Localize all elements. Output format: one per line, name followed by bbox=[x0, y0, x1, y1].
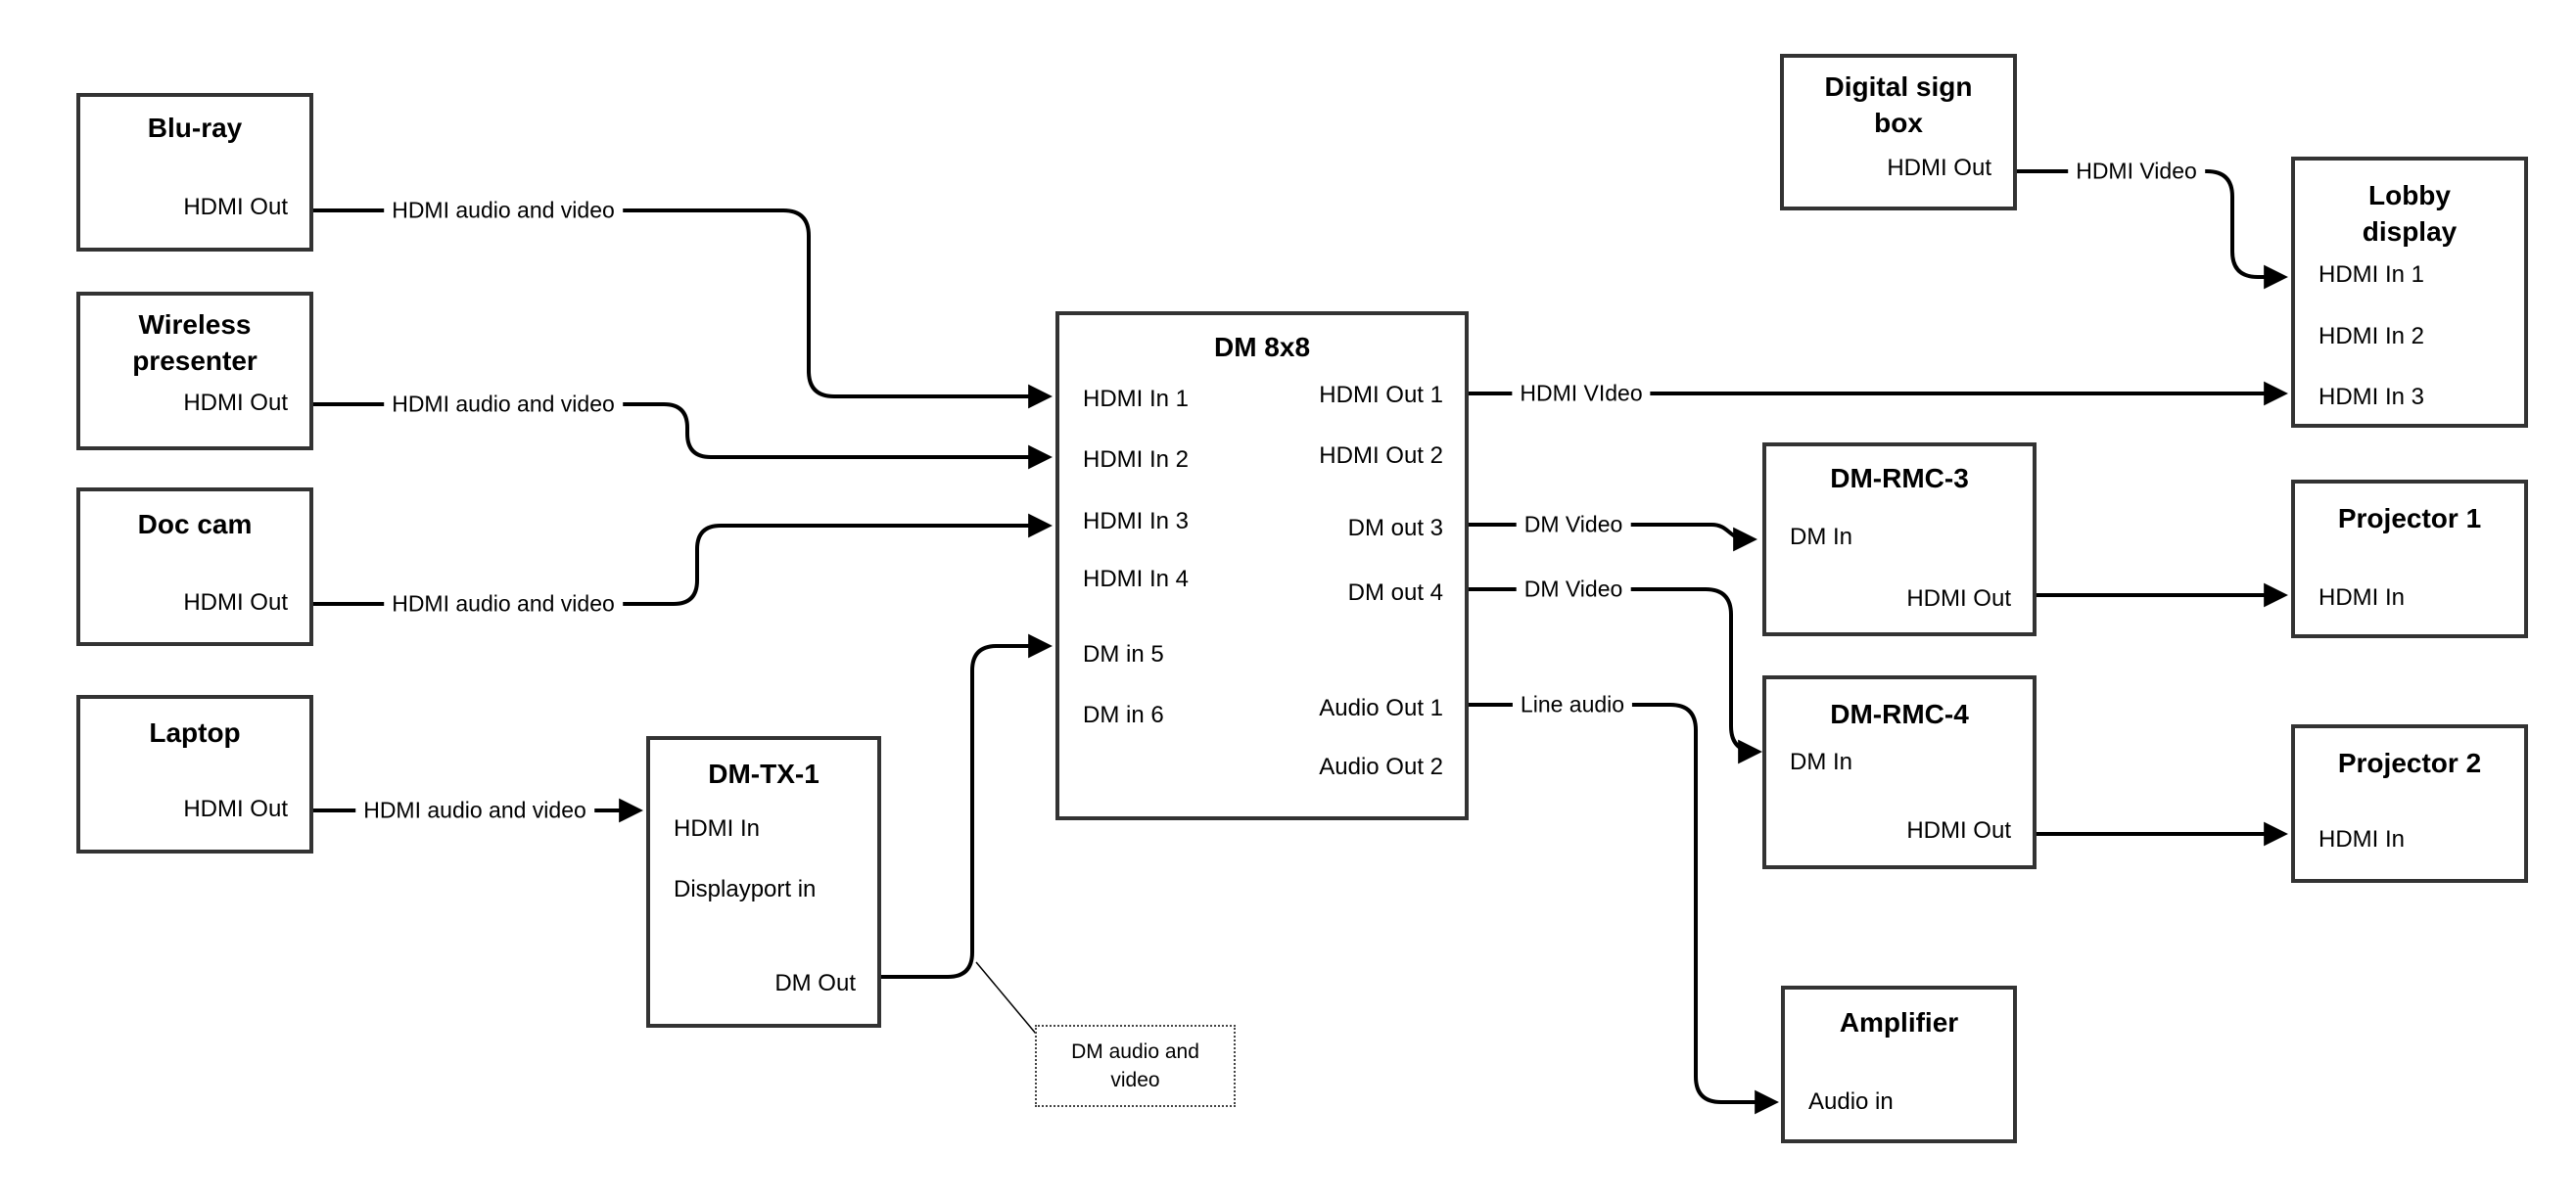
edge-label-hdmi-video-out1: HDMI VIdeo bbox=[1512, 380, 1651, 407]
port-proj2-hdmi-in: HDMI In bbox=[2318, 826, 2406, 853]
port-dm8x8-hdmi-in-4: HDMI In 4 bbox=[1083, 566, 1190, 592]
node-bluray-title: Blu-ray bbox=[147, 113, 243, 143]
port-digitalsign-hdmi-out: HDMI Out bbox=[1887, 155, 1991, 181]
node-lobby-display: Lobby display HDMI In 1 HDMI In 2 HDMI I… bbox=[2291, 157, 2528, 428]
port-dm8x8-hdmi-in-3: HDMI In 3 bbox=[1083, 508, 1190, 534]
node-proj2-title: Projector 2 bbox=[2337, 748, 2482, 778]
node-amp-title: Amplifier bbox=[1839, 1007, 1959, 1038]
node-doc-cam: Doc cam HDMI Out bbox=[76, 487, 313, 646]
node-dm8x8-title: DM 8x8 bbox=[1213, 332, 1311, 362]
node-laptop: Laptop HDMI Out bbox=[76, 695, 313, 854]
edge-label-dm-video-out4: DM Video bbox=[1516, 576, 1631, 603]
edge-label-wireless-hdmi-av: HDMI audio and video bbox=[384, 391, 623, 418]
connector-dm8x8-audio1-to-amplifier bbox=[1469, 703, 1779, 1115]
connector-digitalsign-to-lobby-in1 bbox=[2017, 169, 2288, 290]
connector-bluray-to-dm8x8-in1 bbox=[313, 208, 1053, 409]
node-dm-rmc-3: DM-RMC-3 DM In HDMI Out bbox=[1762, 442, 2037, 636]
port-rmc4-dm-in: DM In bbox=[1790, 749, 1853, 775]
connector-doccam-to-dm8x8-in3 bbox=[313, 513, 1053, 606]
node-digitalsign-title: Digital sign box bbox=[1824, 71, 1973, 138]
port-lobby-hdmi-in-2: HDMI In 2 bbox=[2318, 323, 2425, 349]
edge-label-dm-video-out3: DM Video bbox=[1516, 511, 1631, 538]
port-dm8x8-dm-out-3: DM out 3 bbox=[1347, 515, 1443, 541]
port-lobby-hdmi-in-3: HDMI In 3 bbox=[2318, 384, 2425, 410]
port-dmtx1-displayport-in: Displayport in bbox=[674, 876, 817, 902]
node-bluray: Blu-ray HDMI Out bbox=[76, 93, 313, 252]
port-rmc4-hdmi-out: HDMI Out bbox=[1906, 817, 2011, 844]
port-doccam-hdmi-out: HDMI Out bbox=[183, 589, 288, 616]
port-dm8x8-hdmi-out-1: HDMI Out 1 bbox=[1319, 382, 1443, 408]
port-dm8x8-dm-in-6: DM in 6 bbox=[1083, 702, 1164, 728]
node-dm-rmc-4: DM-RMC-4 DM In HDMI Out bbox=[1762, 675, 2037, 869]
port-dm8x8-audio-out-1: Audio Out 1 bbox=[1319, 695, 1443, 721]
port-dm8x8-hdmi-in-1: HDMI In 1 bbox=[1083, 386, 1190, 412]
port-dm8x8-hdmi-out-2: HDMI Out 2 bbox=[1319, 442, 1443, 469]
port-dm8x8-dm-out-4: DM out 4 bbox=[1347, 579, 1443, 606]
port-dmtx1-hdmi-in: HDMI In bbox=[674, 815, 761, 842]
node-projector-2: Projector 2 HDMI In bbox=[2291, 724, 2528, 883]
node-lobby-title: Lobby display bbox=[2362, 180, 2458, 247]
port-amp-audio-in: Audio in bbox=[1808, 1088, 1894, 1115]
port-bluray-hdmi-out: HDMI Out bbox=[183, 194, 288, 220]
node-projector-1: Projector 1 HDMI In bbox=[2291, 480, 2528, 638]
node-dm-tx-1: DM-TX-1 HDMI In Displayport in DM Out bbox=[646, 736, 881, 1028]
edge-label-hdmi-video-sign: HDMI Video bbox=[2068, 158, 2205, 185]
node-dm-8x8: DM 8x8 HDMI In 1 HDMI In 2 HDMI In 3 HDM… bbox=[1055, 311, 1469, 820]
node-rmc3-title: DM-RMC-3 bbox=[1830, 463, 1969, 493]
node-rmc4-title: DM-RMC-4 bbox=[1830, 699, 1969, 729]
node-proj1-title: Projector 1 bbox=[2337, 503, 2482, 533]
node-doccam-title: Doc cam bbox=[137, 509, 253, 539]
annotation-callout-line bbox=[975, 961, 1037, 1035]
node-dmtx1-title: DM-TX-1 bbox=[708, 759, 820, 789]
edge-label-doccam-hdmi-av: HDMI audio and video bbox=[384, 590, 623, 618]
connector-dm8x8-out4-to-rmc4 bbox=[1469, 587, 1762, 764]
port-dm8x8-hdmi-in-2: HDMI In 2 bbox=[1083, 446, 1190, 473]
port-dm8x8-audio-out-2: Audio Out 2 bbox=[1319, 754, 1443, 780]
edge-label-laptop-hdmi-av: HDMI audio and video bbox=[355, 797, 594, 824]
port-dmtx1-dm-out: DM Out bbox=[774, 970, 856, 996]
annotation-dm-audio-video: DM audio and video bbox=[1035, 1025, 1236, 1107]
port-laptop-hdmi-out: HDMI Out bbox=[183, 796, 288, 822]
node-amplifier: Amplifier Audio in bbox=[1781, 986, 2017, 1143]
port-wireless-hdmi-out: HDMI Out bbox=[183, 390, 288, 416]
port-lobby-hdmi-in-1: HDMI In 1 bbox=[2318, 261, 2425, 288]
connector-wireless-to-dm8x8-in2 bbox=[313, 402, 1053, 470]
connector-dmtx1-to-dm8x8-in5 bbox=[881, 633, 1053, 979]
port-proj1-hdmi-in: HDMI In bbox=[2318, 584, 2406, 611]
edge-label-line-audio: Line audio bbox=[1512, 691, 1633, 718]
edge-label-bluray-hdmi-av: HDMI audio and video bbox=[384, 197, 623, 224]
node-laptop-title: Laptop bbox=[149, 717, 241, 748]
node-wireless-presenter: Wireless presenter HDMI Out bbox=[76, 292, 313, 450]
node-wireless-title: Wireless presenter bbox=[132, 309, 258, 376]
connector-dm8x8-out3-to-rmc3 bbox=[1469, 523, 1757, 552]
port-rmc3-hdmi-out: HDMI Out bbox=[1906, 585, 2011, 612]
node-digital-sign-box: Digital sign box HDMI Out bbox=[1780, 54, 2017, 210]
port-rmc3-dm-in: DM In bbox=[1790, 524, 1853, 550]
port-dm8x8-dm-in-5: DM in 5 bbox=[1083, 641, 1164, 668]
